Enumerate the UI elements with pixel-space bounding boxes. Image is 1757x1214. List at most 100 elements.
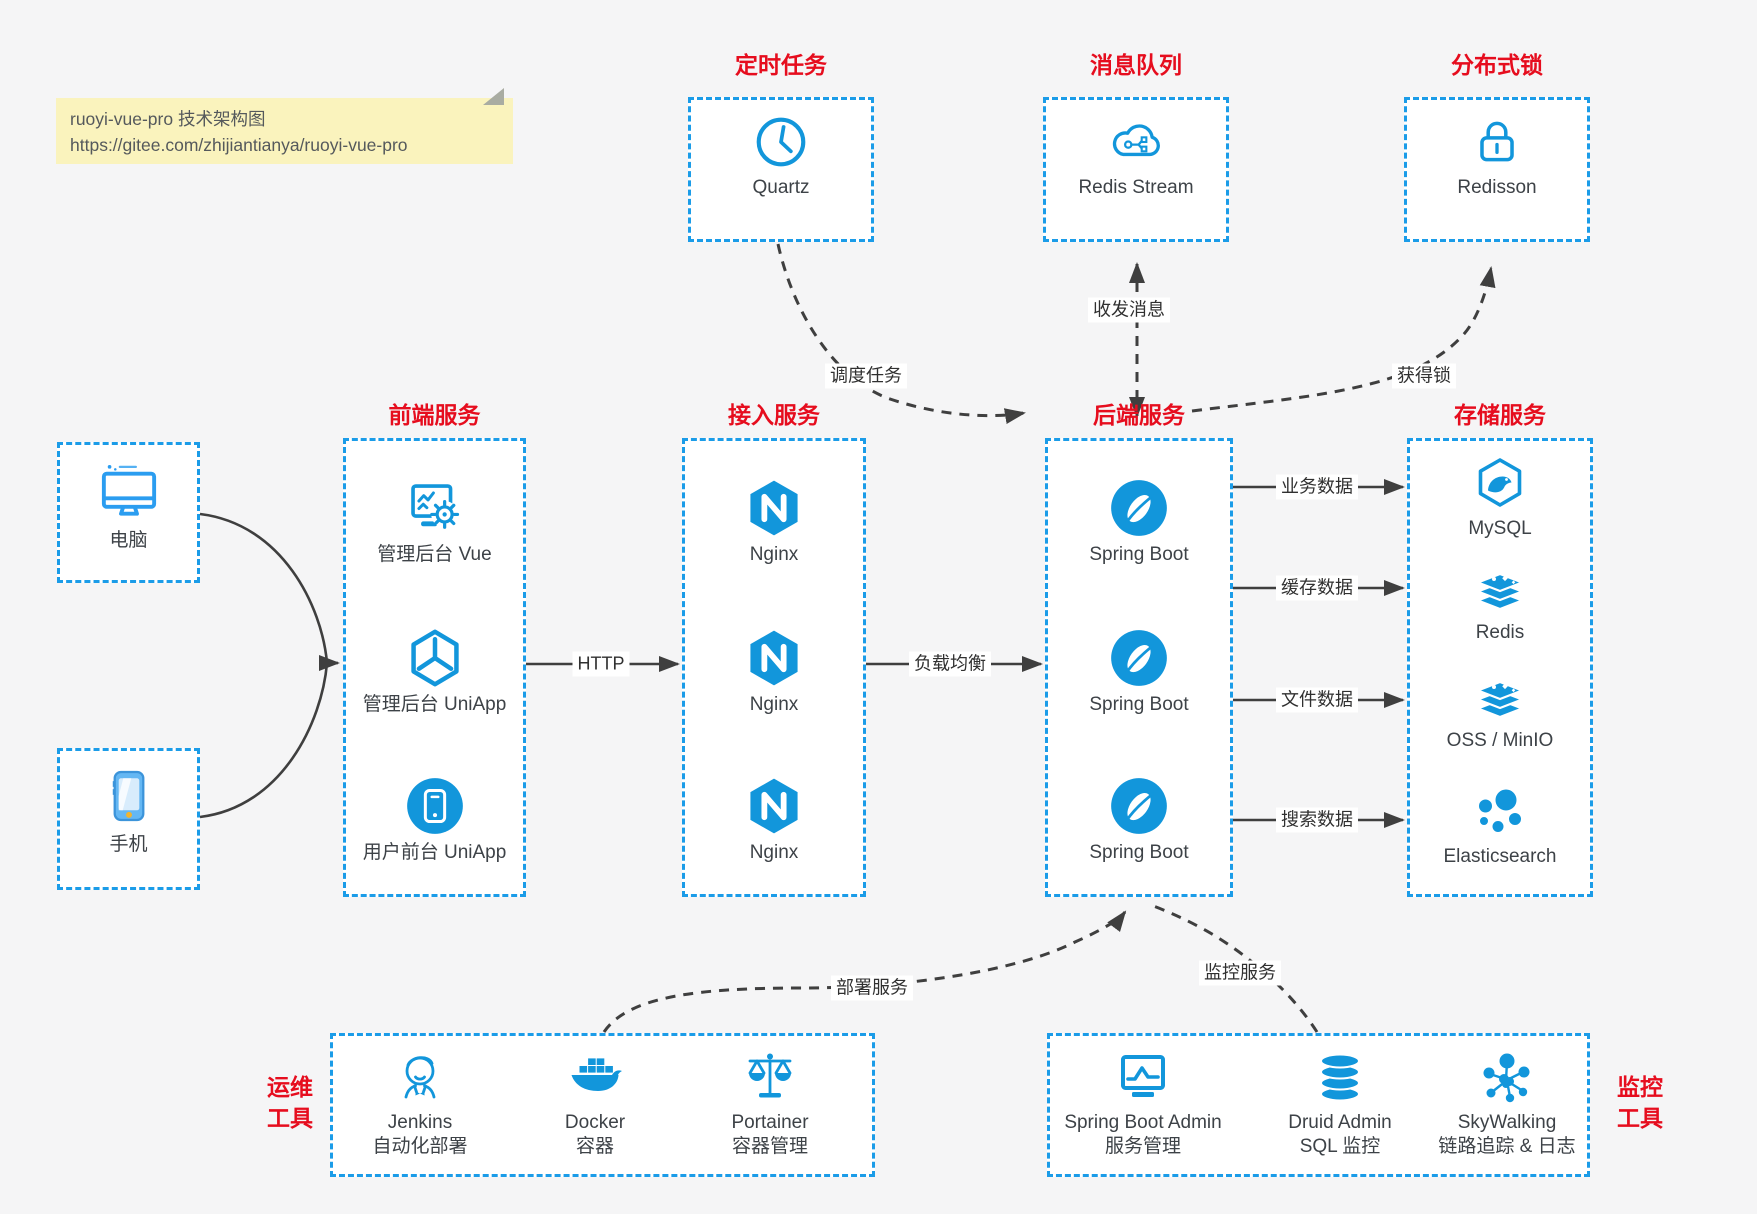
edge-label-load-balance: 负载均衡 [909,651,991,677]
node-label-line2: 自动化部署 [372,1136,468,1157]
node-label: 管理后台 UniApp [362,694,507,715]
note-url: https://gitee.com/zhijiantianya/ruoyi-vu… [70,135,408,155]
edge-schedule-task [776,243,1026,425]
monitor-chart-icon [1115,1050,1171,1106]
topology-icon [1479,1050,1535,1106]
node-label: MySQL [1468,518,1532,539]
node-label: Elasticsearch [1443,846,1557,867]
edge-label-business-data: 业务数据 [1276,474,1358,500]
node-label: 电脑 [109,530,148,551]
node-redisson: Redisson [1404,113,1590,200]
node-jenkins: Jenkins 自动化部署 [335,1050,505,1159]
node-spring-boot-1: Spring Boot [1045,478,1233,567]
node-label: Spring Boot Admin 服务管理 [1048,1111,1238,1159]
node-mysql: MySQL [1407,456,1593,541]
edge-phone-to-frontend [199,662,329,819]
node-skywalking: SkyWalking 链路追踪 & 日志 [1412,1050,1602,1159]
node-oss-minio: OSS / MinIO [1407,668,1593,753]
node-spring-boot-2: Spring Boot [1045,628,1233,717]
mobile-app-icon [405,776,465,836]
elasticsearch-icon [1472,784,1528,840]
node-label-line2: SQL 监控 [1299,1136,1381,1157]
node-label: Redis Stream [1078,177,1194,198]
edge-label-cache-data: 缓存数据 [1276,575,1358,601]
node-portainer: Portainer 容器管理 [685,1050,855,1159]
edge-label-file-data: 文件数据 [1276,687,1358,713]
note-title: ruoyi-vue-pro 技术架构图 [70,109,266,129]
group-title-message-queue: 消息队列 [1090,52,1182,78]
mysql-icon [1472,456,1528,512]
ops-label-line1: 运维 [267,1074,313,1100]
edge-label-acquire-lock: 获得锁 [1392,363,1456,389]
admin-vue-icon [405,478,465,538]
redis-stack-icon [1472,668,1528,724]
desktop-icon [97,460,161,524]
group-title-frontend: 前端服务 [388,402,481,428]
edge-label-schedule-task: 调度任务 [825,363,907,389]
node-druid-admin: Druid Admin SQL 监控 [1245,1050,1435,1159]
note-fold-corner [483,88,504,105]
lock-icon [1468,113,1526,171]
node-label: 用户前台 UniApp [362,842,507,863]
ops-tools-side-label: 运维 工具 [252,1072,328,1134]
node-label-line1: Jenkins [387,1112,453,1133]
node-label: Redisson [1457,177,1537,198]
spring-icon [1109,628,1169,688]
node-label: Druid Admin SQL 监控 [1245,1111,1435,1159]
node-admin-vue: 管理后台 Vue [343,478,526,567]
group-title-storage: 存储服务 [1454,402,1546,428]
group-title-distributed-lock: 分布式锁 [1451,52,1543,78]
edge-desktop-to-frontend [199,512,329,664]
nginx-icon [744,478,804,538]
spring-icon [1109,776,1169,836]
group-title-backend: 后端服务 [1093,402,1185,428]
box-redis-stream [1043,97,1229,242]
edge-deploy-service [602,910,1127,1033]
node-label: Spring Boot [1089,544,1189,565]
edge-acquire-lock [1191,266,1496,413]
node-label: Nginx [749,694,799,715]
node-label: OSS / MinIO [1446,730,1554,751]
node-user-uniapp: 用户前台 UniApp [343,776,526,865]
node-spring-boot-3: Spring Boot [1045,776,1233,865]
node-label-line2: 容器 [575,1136,614,1157]
spring-icon [1109,478,1169,538]
node-docker: Docker 容器 [510,1050,680,1159]
node-nginx-1: Nginx [682,478,866,567]
sticky-note: ruoyi-vue-pro 技术架构图 https://gitee.com/zh… [56,98,513,164]
edge-label-monitor-service: 监控服务 [1199,960,1281,986]
jenkins-icon [392,1050,448,1106]
node-label-line2: 服务管理 [1104,1136,1181,1157]
node-label: Quartz [752,177,810,198]
box-redisson [1404,97,1590,242]
monitor-label-line1: 监控 [1617,1074,1663,1100]
portainer-icon [742,1050,798,1106]
node-admin-uniapp: 管理后台 UniApp [343,628,526,717]
node-label: Redis [1475,622,1525,643]
edge-label-deploy-service: 部署服务 [831,975,913,1001]
docker-icon [567,1050,623,1106]
node-label-line1: SkyWalking [1457,1112,1557,1133]
edge-label-search-data: 搜索数据 [1276,807,1358,833]
clock-icon [752,113,810,171]
edge-label-http: HTTP [572,651,630,677]
database-icon [1312,1050,1368,1106]
node-quartz: Quartz [688,113,874,200]
node-label: Docker 容器 [510,1111,680,1159]
node-label: Spring Boot [1089,842,1189,863]
node-nginx-2: Nginx [682,628,866,717]
node-label: Spring Boot [1089,694,1189,715]
node-label: Nginx [749,544,799,565]
node-redis: Redis [1407,560,1593,645]
node-label-line2: 链路追踪 & 日志 [1438,1136,1576,1157]
monitor-tools-side-label: 监控 工具 [1602,1072,1678,1134]
group-title-gateway: 接入服务 [728,402,820,428]
node-label: 管理后台 Vue [377,544,492,565]
node-label-line1: Portainer [731,1112,809,1133]
node-label-line1: Docker [564,1112,626,1133]
redis-stack-icon [1472,560,1528,616]
node-elasticsearch: Elasticsearch [1407,784,1593,869]
cube-icon [405,628,465,688]
node-redis-stream: Redis Stream [1043,113,1229,200]
